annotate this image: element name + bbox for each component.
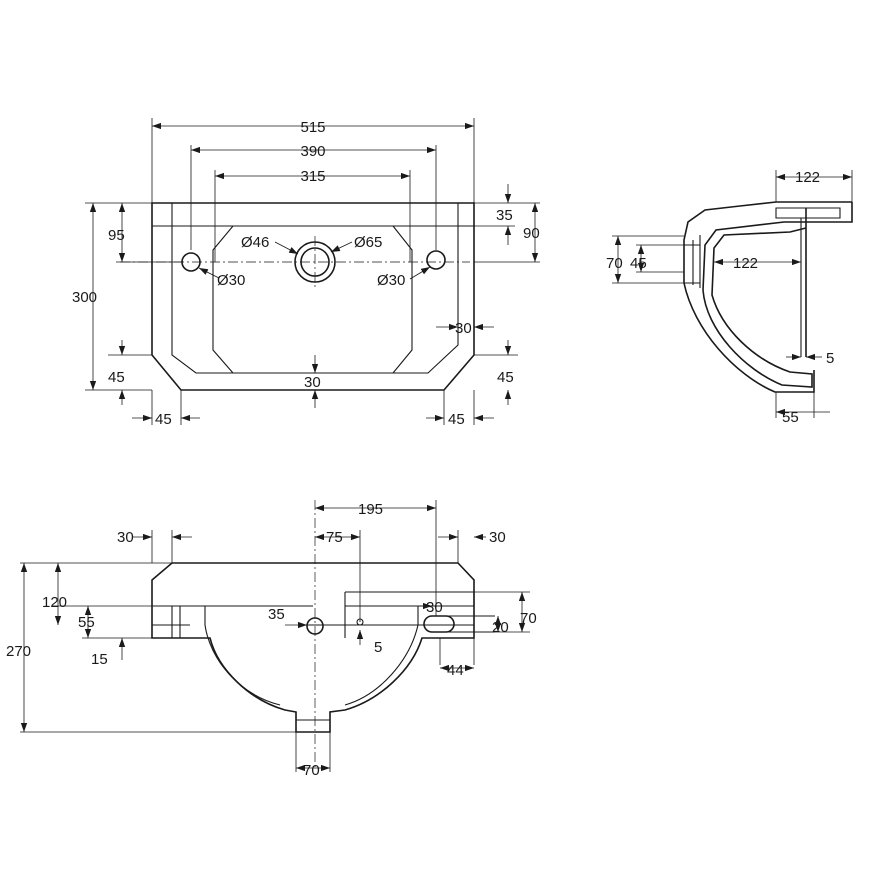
dim-height-55: 55	[78, 614, 95, 631]
dim-corner-left: 30	[117, 529, 134, 546]
dim-corner-width-left: 45	[155, 411, 172, 428]
plan-outline	[151, 202, 475, 391]
front-view: 270 120 55 15 30 30 195 75 35 30 5	[6, 500, 537, 779]
plan-basin	[212, 225, 413, 374]
dim-corner-width-right: 45	[448, 411, 465, 428]
plan-view: 515 390 315 300 95 35 90 Ø46 Ø65 Ø30 Ø30…	[72, 118, 540, 428]
dim-hole-30: 30	[426, 599, 443, 616]
front-overflow-slot	[423, 615, 455, 633]
dim-waste-to-tap: 195	[358, 501, 383, 518]
tap-hole-right-shape	[426, 250, 446, 270]
dim-height-outer: 70	[606, 255, 623, 272]
dim-overall-width: 515	[300, 119, 325, 136]
dim-corner-right: 30	[489, 529, 506, 546]
dim-width-44: 44	[447, 662, 464, 679]
dim-depth-5: 5	[374, 639, 382, 656]
dim-height-inner: 45	[630, 255, 647, 272]
dim-height-15: 15	[91, 651, 108, 668]
dim-bracket-depth: 122	[733, 255, 758, 272]
dim-corner-height-left: 45	[108, 369, 125, 386]
dim-side-wall: 30	[455, 320, 472, 337]
dim-wall-gap: 5	[826, 350, 834, 367]
dim-overall-depth: 300	[72, 289, 97, 306]
dim-hole-35: 35	[268, 606, 285, 623]
dim-height-20: 20	[492, 619, 509, 636]
dim-rim-depth: 90	[523, 225, 540, 242]
label-waste-outer: Ø65	[354, 234, 382, 251]
dim-front-wall: 30	[304, 374, 321, 391]
dim-height-120: 120	[42, 594, 67, 611]
front-outline	[151, 562, 475, 733]
label-waste-inner: Ø46	[241, 234, 269, 251]
dim-foot-depth: 55	[782, 409, 799, 426]
dim-waste-width: 70	[303, 762, 320, 779]
dim-corner-height-right: 45	[497, 369, 514, 386]
dim-waste-offset: 75	[326, 529, 343, 546]
side-outline	[702, 202, 853, 388]
side-view: 122 122 70 45 5 55	[606, 169, 853, 426]
dim-height-70: 70	[520, 610, 537, 627]
dim-tap-hole-offset: 95	[108, 227, 125, 244]
label-tap-hole-right: Ø30	[377, 272, 405, 289]
dim-rim-front: 35	[496, 207, 513, 224]
label-tap-hole-left: Ø30	[217, 272, 245, 289]
plan-bowl	[171, 203, 459, 374]
dim-top-depth: 122	[795, 169, 820, 186]
dim-tap-centres-inner: 315	[300, 168, 325, 185]
dim-overall-height: 270	[6, 643, 31, 660]
dim-tap-centres-outer: 390	[300, 143, 325, 160]
